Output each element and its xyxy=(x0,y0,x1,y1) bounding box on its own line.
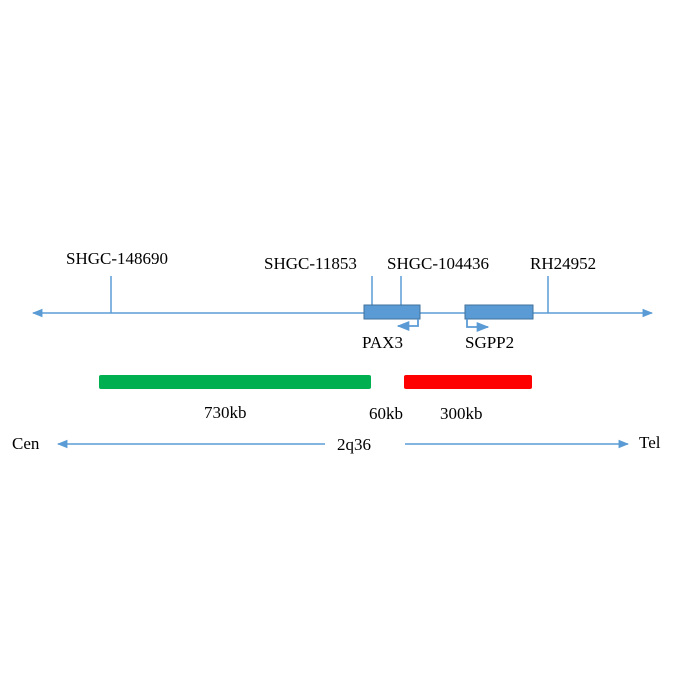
orientation-label-band: 2q36 xyxy=(337,435,371,454)
pax3-direction-arrow xyxy=(396,319,419,332)
gene-label-sgpp2: SGPP2 xyxy=(465,333,514,352)
orientation-label-cen: Cen xyxy=(12,434,40,453)
region-size-green: 730kb xyxy=(204,403,247,422)
gene-box-pax3 xyxy=(363,304,421,320)
region-size-gap: 60kb xyxy=(369,404,403,423)
region-bar-green xyxy=(99,375,371,389)
marker-label-shgc148690: SHGC-148690 xyxy=(66,249,168,268)
marker-label-shgc104436: SHGC-104436 xyxy=(387,254,489,273)
marker-label-shgc11853: SHGC-11853 xyxy=(264,254,357,273)
region-bar-red xyxy=(404,375,532,389)
gene-box-sgpp2 xyxy=(464,304,534,320)
orientation-label-tel: Tel xyxy=(639,433,661,452)
marker-label-rh24952: RH24952 xyxy=(530,254,596,273)
sgpp2-direction-arrow xyxy=(466,319,490,333)
gene-label-pax3: PAX3 xyxy=(362,333,403,352)
region-size-red: 300kb xyxy=(440,404,483,423)
